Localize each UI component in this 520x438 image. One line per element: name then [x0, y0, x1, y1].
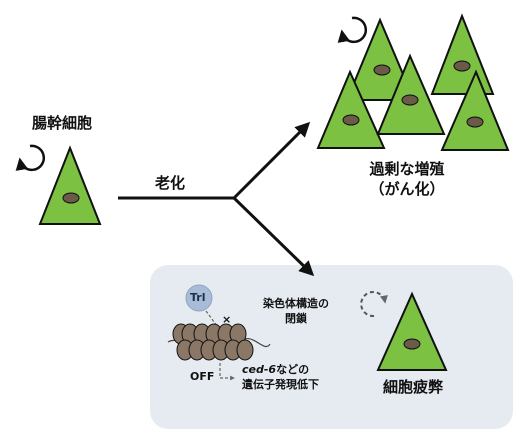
proliferating-cells [316, 13, 510, 151]
gene-suffix: などの [276, 363, 310, 376]
off-arrow [219, 363, 235, 381]
trl-label: Trl [190, 291, 206, 304]
gene-name: ced-6 [242, 363, 277, 376]
nucleus [62, 192, 80, 204]
gene-expression-line2: 遺伝子発現低下 [242, 378, 319, 391]
trl-binding-dash [205, 310, 221, 331]
nucleus [401, 94, 419, 106]
nucleus [466, 116, 484, 128]
gene-expression-label: ced-6などの 遺伝子発現低下 [242, 362, 319, 392]
exhausted-cell [376, 291, 448, 371]
nucleus [373, 64, 391, 76]
aging-label: 老化 [155, 174, 186, 192]
exhaustion-panel [150, 265, 513, 429]
stem-cell [38, 145, 102, 225]
chromatin-closing-label: 染色体構造の 閉鎖 [254, 296, 338, 326]
circular-arrow-icon [15, 144, 46, 172]
cell [430, 13, 495, 95]
cancer-label: （がん化） [369, 180, 445, 198]
cell [440, 69, 510, 151]
cell [345, 17, 416, 101]
chromatin-closing-line1: 染色体構造の [263, 297, 329, 310]
dashed-circular-arrow-icon [360, 291, 388, 318]
circular-arrow-icon [337, 16, 368, 44]
cell [376, 53, 446, 135]
trl-factor [185, 284, 213, 312]
cell [316, 69, 386, 149]
nucleus [453, 60, 471, 72]
chromatin-closing-line2: 閉鎖 [285, 312, 307, 325]
nucleus [342, 114, 360, 126]
exhaustion-label: 細胞疲弊 [382, 378, 443, 396]
chromatin [167, 323, 271, 361]
stem-cell-label: 腸幹細胞 [32, 114, 93, 132]
hyperproliferation-label: 過剰な増殖 [369, 160, 445, 178]
off-label: OFF [190, 370, 215, 383]
aging-arrow [118, 121, 315, 277]
x-mark: × [222, 313, 232, 326]
nucleus [403, 338, 421, 350]
